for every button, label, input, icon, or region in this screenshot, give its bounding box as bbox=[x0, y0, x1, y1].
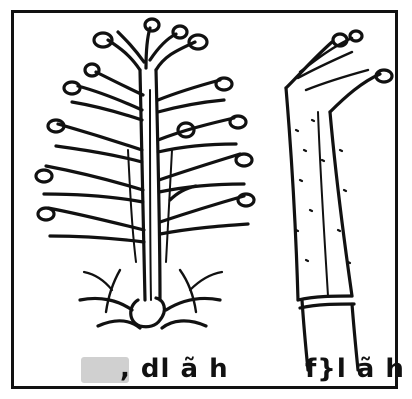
left-panel-caption: , dl ã h bbox=[120, 352, 229, 386]
right-panel-caption: f}l ã h bbox=[305, 352, 405, 386]
tubular-stalk-drawing bbox=[286, 31, 392, 370]
branched-colony-drawing bbox=[36, 19, 254, 328]
